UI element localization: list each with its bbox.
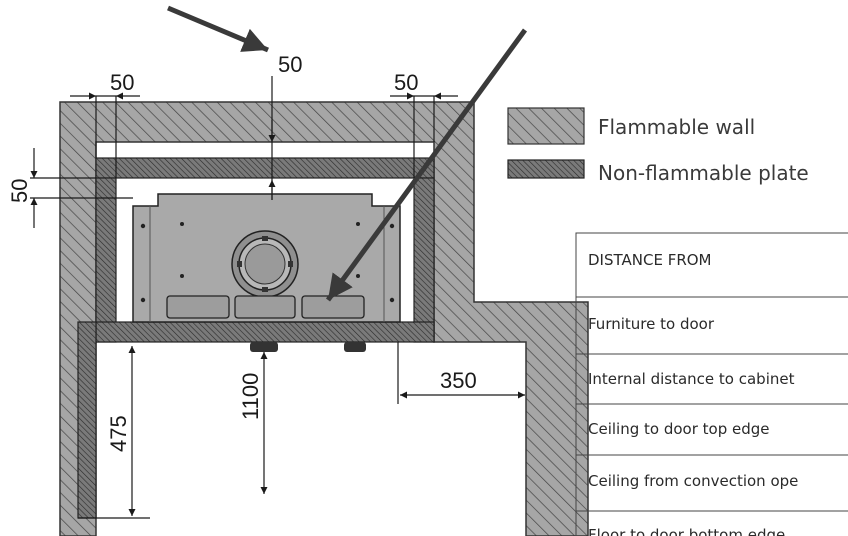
dim-side-distance: 350 — [440, 368, 477, 393]
flammable-wall — [59, 101, 589, 536]
dimension-lines — [30, 76, 525, 519]
table-row: Ceiling to door top edge — [588, 420, 770, 438]
table-header: DISTANCE FROM — [588, 251, 712, 269]
table-row: Ceiling from convection ope — [588, 472, 798, 490]
dim-height: 1100 — [238, 373, 263, 420]
dim-left-gap: 50 — [110, 70, 134, 95]
stove-feet — [250, 342, 366, 352]
dim-bottom-left: 475 — [106, 415, 131, 452]
legend-non-flammable-plate: Non-flammable plate — [598, 161, 809, 185]
dim-side-vertical: 50 — [7, 179, 32, 203]
legend-swatch-flammable — [507, 107, 585, 145]
table-row: Internal distance to cabinet — [588, 370, 795, 388]
table-row: Floor to door bottom edge — [588, 526, 785, 536]
legend: Flammable wall Non-flammable plate — [507, 107, 809, 185]
airflow-arrow-left — [167, 5, 269, 53]
legend-swatch-plate — [507, 159, 585, 179]
legend-flammable-wall: Flammable wall — [598, 115, 755, 139]
flue-collar — [231, 230, 299, 298]
airflow-arrow-right — [325, 28, 528, 302]
distance-table: DISTANCE FROM Furniture to door Internal… — [575, 232, 848, 536]
dim-right-gap: 50 — [394, 70, 418, 95]
table-row: Furniture to door — [588, 315, 715, 333]
dim-top-gap: 50 — [278, 52, 302, 77]
